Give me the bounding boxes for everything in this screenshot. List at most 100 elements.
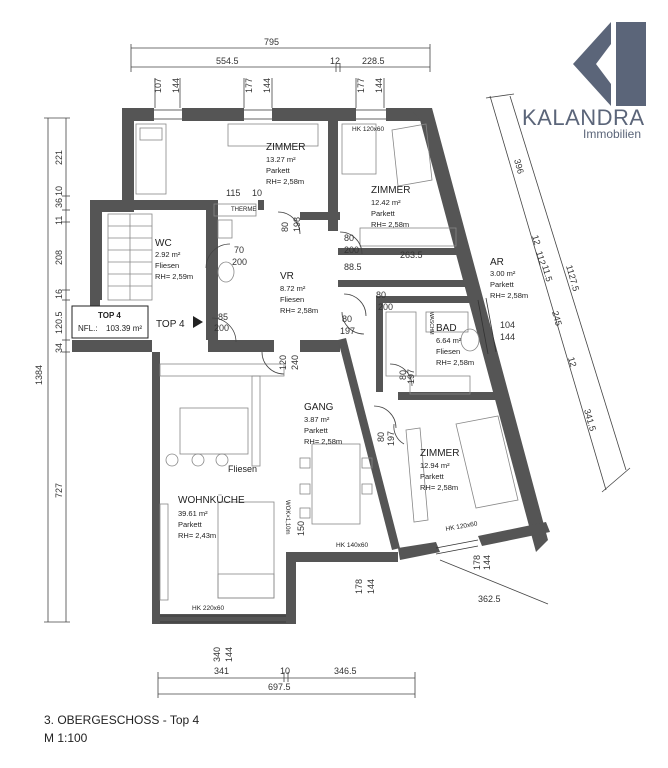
- dim-left-16: 16: [54, 289, 64, 299]
- dim-115: 115: [226, 188, 240, 198]
- room-name: WOHNKÜCHE: [178, 494, 245, 506]
- brand-tagline: Immobilien: [583, 127, 641, 141]
- dim-340: 340: [212, 647, 222, 662]
- cooking-label: WOK×1,10m: [284, 500, 290, 535]
- room-floor: Parkett: [490, 280, 515, 289]
- dim-178b: 178: [472, 555, 482, 570]
- room-area: 8.72 m²: [280, 284, 306, 293]
- dim-top-total: 795: [264, 37, 279, 47]
- room-name: ZIMMER: [420, 448, 459, 459]
- radiator-label-living: HK 220x60: [192, 605, 225, 612]
- dim-bottom-3465: 346.5: [334, 666, 357, 676]
- dim-left-727: 727: [54, 483, 64, 498]
- room-area: 2.92 m²: [155, 250, 181, 259]
- dim-144a: 144: [366, 579, 376, 594]
- dim-right-115: 11.5: [540, 264, 554, 283]
- dim-left-208: 208: [54, 250, 64, 265]
- dim-win3b: 144: [374, 78, 384, 93]
- logo-i-bar: [616, 22, 646, 106]
- washing-machine-label: WASCHM: [428, 312, 434, 335]
- room-name: BAD: [436, 323, 457, 334]
- dim-right-396: 396: [512, 158, 526, 175]
- dim-200a: 200: [344, 245, 359, 255]
- room-height: RH= 2,58m: [436, 358, 474, 367]
- dim-bottom-341: 341: [214, 666, 229, 676]
- room-name: WC: [155, 238, 172, 249]
- radiator-label-gang: HK 140x60: [336, 542, 369, 549]
- dim-197c: 197: [386, 431, 396, 446]
- room-area: 12.42 m²: [371, 198, 401, 207]
- dimension-texts: 795 554.5 12 228.5 107 144 177 144 177 1…: [34, 37, 598, 692]
- room-floor: Parkett: [178, 520, 203, 529]
- unit-title: TOP 4: [98, 311, 121, 320]
- dim-144: 144: [500, 332, 515, 342]
- dim-80a: 80: [280, 222, 290, 232]
- windows: [154, 109, 497, 623]
- dim-80c: 80: [376, 290, 386, 300]
- dim-right-3415: 341.5: [582, 408, 598, 432]
- dim-200c: 200: [378, 302, 393, 312]
- logo-k-mark: [573, 22, 611, 106]
- radiator-label-top: HK 120x60: [352, 126, 385, 133]
- dim-top-right: 228.5: [362, 56, 385, 66]
- dim-right-12: 12: [530, 234, 542, 246]
- dim-240: 240: [290, 355, 300, 370]
- room-floor: Parkett: [304, 426, 329, 435]
- room-ar: AR 3.00 m² Parkett RH= 2,58m: [490, 257, 528, 300]
- dim-right-12b: 12: [566, 356, 578, 368]
- dim-left-36: 36: [54, 198, 64, 208]
- room-floor: Parkett: [371, 209, 396, 218]
- dim-150: 150: [296, 521, 306, 536]
- room-name: AR: [490, 257, 504, 268]
- dimension-lines: [44, 44, 631, 698]
- plan-caption: 3. OBERGESCHOSS - Top 4 M 1:100: [44, 711, 199, 747]
- dim-bottom-total: 697.5: [268, 682, 291, 692]
- room-vr: VR 8.72 m² Fliesen RH= 2,58m: [280, 271, 318, 315]
- scale-label: M 1:100: [44, 731, 88, 745]
- unit-info-box: TOP 4 NFL.: 103.39 m²: [71, 305, 149, 339]
- dim-3625: 362.5: [478, 594, 501, 604]
- dim-10: 10: [252, 188, 262, 198]
- dim-win2b: 144: [262, 78, 272, 93]
- walls: [72, 108, 550, 624]
- unit-nfl-label: NFL.:: [78, 324, 98, 333]
- room-name: GANG: [304, 402, 334, 413]
- kitchen-tiles-label: Fliesen: [228, 464, 257, 474]
- radiator-label-bedroom: HK 120x60: [445, 520, 478, 533]
- dim-left-10: 10: [54, 186, 64, 196]
- room-height: RH= 2,58m: [280, 306, 318, 315]
- dim-top-left: 554.5: [216, 56, 239, 66]
- room-zimmer-3: ZIMMER 12.94 m² Parkett RH= 2,58m: [420, 448, 459, 492]
- room-wc: WC 2.92 m² Fliesen RH= 2,59m: [155, 238, 193, 281]
- room-area: 3.00 m²: [490, 269, 516, 278]
- entrance-arrow-icon: [193, 316, 203, 328]
- dim-left-11: 11: [54, 216, 64, 225]
- dim-144b: 144: [482, 555, 492, 570]
- room-height: RH= 2,58m: [420, 483, 458, 492]
- dim-win1: 107: [153, 78, 163, 93]
- furniture: [107, 123, 519, 601]
- unit-nfl-value: 103.39 m²: [106, 324, 142, 333]
- room-wohnkueche: WOHNKÜCHE 39.61 m² Parkett RH= 2,43m: [178, 494, 245, 540]
- dim-200d: 200: [214, 323, 229, 333]
- room-bad: BAD 6.64 m² Fliesen RH= 2,58m: [436, 323, 474, 367]
- dim-70: 70: [234, 245, 244, 255]
- dim-198: 198: [292, 217, 302, 232]
- brand-name: KALANDRA: [522, 105, 645, 130]
- room-name: ZIMMER: [371, 185, 410, 196]
- floor-title: 3. OBERGESCHOSS - Top 4: [44, 713, 200, 727]
- dim-left-34: 34: [54, 343, 64, 353]
- dim-885: 88.5: [344, 262, 362, 272]
- dim-right-245: 245: [550, 310, 564, 327]
- dim-win2: 177: [244, 78, 254, 93]
- room-zimmer-2: ZIMMER 12.42 m² Parkett RH= 2,58m: [371, 185, 410, 229]
- room-height: RH= 2,59m: [155, 272, 193, 281]
- room-floor: Fliesen: [280, 295, 304, 304]
- room-area: 39.61 m²: [178, 509, 208, 518]
- room-name: ZIMMER: [266, 142, 305, 153]
- room-name: VR: [280, 271, 294, 282]
- dim-2635: 263.5: [400, 250, 423, 260]
- kalandra-logo: KALANDRA Immobilien: [522, 22, 646, 141]
- room-area: 3.87 m²: [304, 415, 330, 424]
- dim-right-112: 112: [534, 250, 548, 267]
